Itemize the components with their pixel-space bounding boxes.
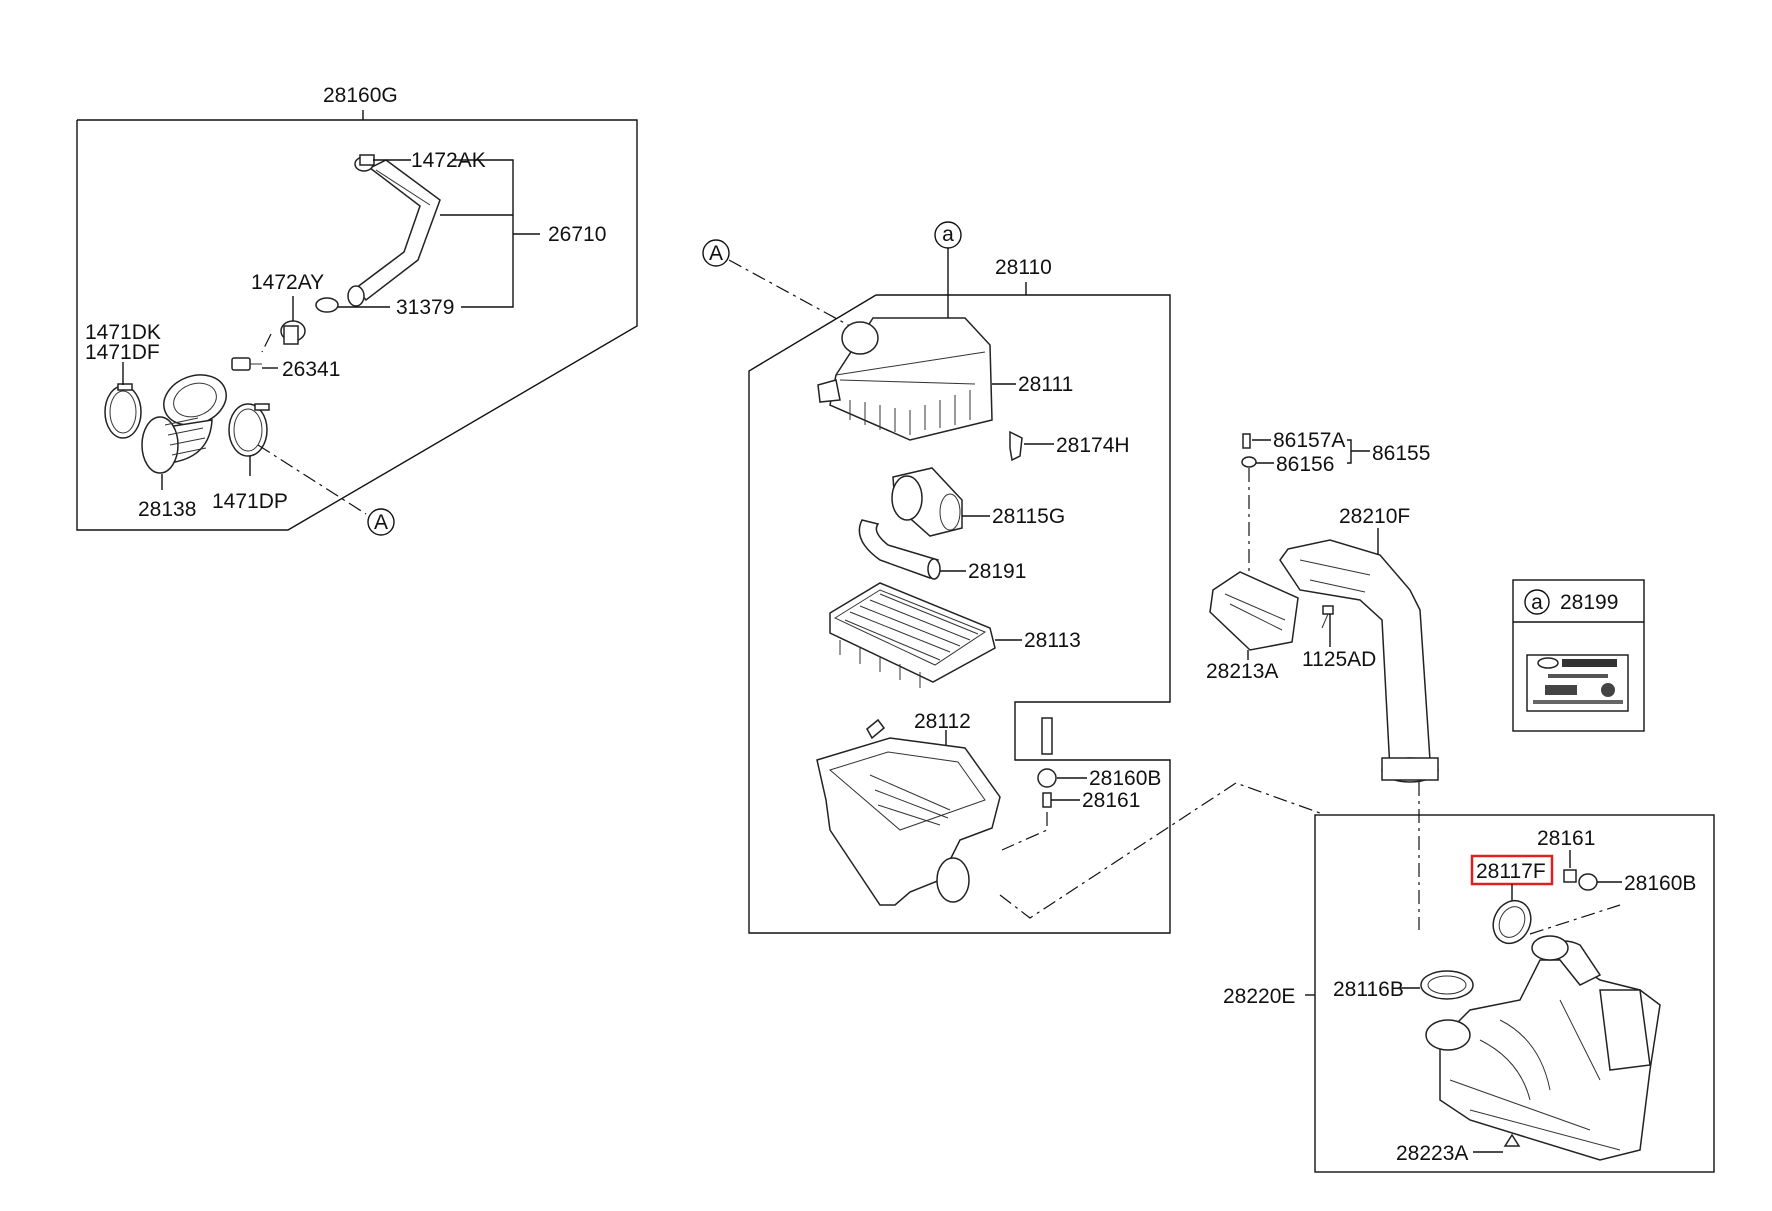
ref-A-mid-label: A — [709, 242, 723, 265]
label-28138[interactable]: 28138 — [138, 498, 196, 521]
label-28112[interactable]: 28112 — [914, 710, 971, 733]
ref-circle-A-left[interactable]: A — [367, 508, 395, 536]
label-28199[interactable]: 28199 — [1560, 591, 1618, 614]
part-clamp-1471DK[interactable] — [104, 383, 142, 439]
part-clamp-1472AK[interactable] — [359, 154, 375, 166]
group-28220E-frame — [1314, 814, 1715, 1173]
label-28213A[interactable]: 28213A — [1206, 660, 1278, 683]
part-pin-28161-right[interactable] — [1563, 869, 1577, 883]
label-1472AK[interactable]: 1472AK — [411, 149, 486, 172]
label-28110[interactable]: 28110 — [995, 256, 1052, 279]
part-duct-28115G[interactable] — [891, 467, 963, 537]
label-1125AD[interactable]: 1125AD — [1302, 648, 1376, 671]
label-28116B[interactable]: 28116B — [1333, 978, 1404, 1001]
group-28220E: 28220E 28161 28117F 28160B 28116B — [1223, 814, 1715, 1173]
part-bracket-28213A[interactable] — [1209, 571, 1299, 651]
label-1471DP[interactable]: 1471DP — [212, 490, 288, 513]
label-1471DF[interactable]: 1471DF — [85, 341, 160, 364]
label-28161-right[interactable]: 28161 — [1537, 827, 1595, 850]
part-grommet-28160B-right[interactable] — [1578, 873, 1598, 891]
part-sensor-26341[interactable] — [231, 357, 262, 371]
part-clip-31379[interactable] — [315, 297, 339, 313]
label-28210F[interactable]: 28210F — [1339, 505, 1410, 528]
part-bolt-1125AD[interactable] — [1321, 605, 1334, 629]
label-28160B-mid[interactable]: 28160B — [1089, 767, 1161, 790]
label-28160B-right[interactable]: 28160B — [1624, 872, 1696, 895]
label-28117F: 28117F — [1476, 860, 1546, 883]
label-28160G[interactable]: 28160G — [323, 84, 398, 107]
label-1472AY[interactable]: 1472AY — [251, 271, 324, 294]
group-28110-frame — [748, 294, 1171, 934]
part-clamp-1472AY[interactable] — [280, 320, 306, 345]
part-case-28112[interactable] — [816, 718, 1001, 906]
group-28199: a 28199 — [1512, 579, 1645, 732]
label-86155[interactable]: 86155 — [1372, 442, 1430, 465]
label-86156[interactable]: 86156 — [1276, 453, 1334, 476]
part-bolt-86157A[interactable] — [1242, 433, 1251, 449]
group-28160G: 28160G — [76, 84, 638, 536]
ref-a-mid-label: a — [942, 223, 954, 246]
label-28191[interactable]: 28191 — [968, 560, 1026, 583]
part-ring-28116B[interactable] — [1420, 970, 1474, 1000]
part-resonator-28220E[interactable] — [1425, 935, 1661, 1161]
callout-28117F[interactable]: 28117F — [1470, 854, 1554, 886]
group-28160G-frame — [76, 119, 638, 531]
part-clamp-1471DP[interactable] — [228, 403, 270, 457]
part-filter-28113[interactable] — [829, 582, 996, 688]
label-28223A[interactable]: 28223A — [1396, 1142, 1468, 1165]
label-26710[interactable]: 26710 — [548, 223, 606, 246]
ref-circle-a-label[interactable]: a — [1524, 589, 1550, 615]
label-26341[interactable]: 26341 — [282, 358, 340, 381]
label-86157A[interactable]: 86157A — [1273, 429, 1345, 452]
part-pin-28161-mid[interactable] — [1042, 792, 1052, 808]
label-28113[interactable]: 28113 — [1024, 629, 1081, 652]
label-28161-mid[interactable]: 28161 — [1082, 789, 1140, 812]
part-washer-86156[interactable] — [1241, 456, 1257, 468]
label-31379[interactable]: 31379 — [396, 296, 454, 319]
part-grommet-28160B-mid[interactable] — [1037, 717, 1057, 788]
part-clip-28174H[interactable] — [1009, 430, 1023, 462]
ref-a-label: a — [1531, 591, 1543, 614]
ref-circle-A-mid[interactable]: A — [702, 239, 730, 267]
label-28220E[interactable]: 28220E — [1223, 985, 1295, 1008]
label-28115G[interactable]: 28115G — [992, 505, 1065, 528]
ref-A-left-label: A — [374, 511, 388, 534]
label-28174H[interactable]: 28174H — [1056, 434, 1130, 457]
group-28210F: 86157A 86156 86155 28213A 1125AD 28210F — [1206, 429, 1439, 930]
label-1471DK[interactable]: 1471DK — [85, 321, 161, 344]
part-duct-28210F[interactable] — [1279, 539, 1439, 783]
part-intake-duct-28138[interactable] — [141, 367, 233, 474]
label-28111[interactable]: 28111 — [1018, 373, 1073, 396]
part-ring-28117F[interactable] — [1486, 894, 1537, 949]
part-clip-28223A[interactable] — [1503, 1133, 1521, 1147]
sticker-label-icon — [1526, 654, 1629, 712]
group-28199-frame — [1512, 579, 1645, 732]
group-28110: 28110 A a 28111 28174H — [702, 221, 1321, 934]
hyundai-logo-icon — [1537, 657, 1559, 669]
part-hose-28191[interactable] — [858, 519, 941, 580]
ref-circle-a-mid[interactable]: a — [934, 221, 962, 249]
part-cover-28111[interactable] — [817, 317, 993, 441]
part-hose-26710[interactable] — [347, 156, 441, 307]
